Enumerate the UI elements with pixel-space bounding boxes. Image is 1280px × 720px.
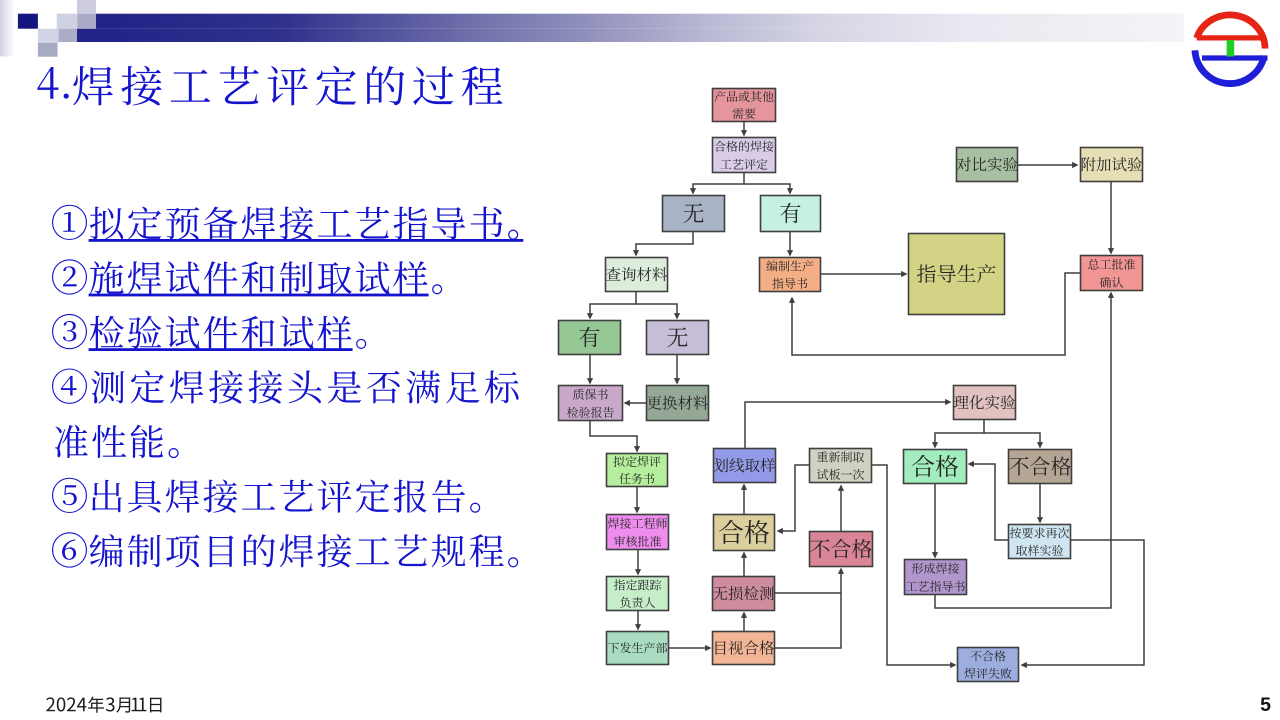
svg-text:5: 5 [1260,694,1271,716]
